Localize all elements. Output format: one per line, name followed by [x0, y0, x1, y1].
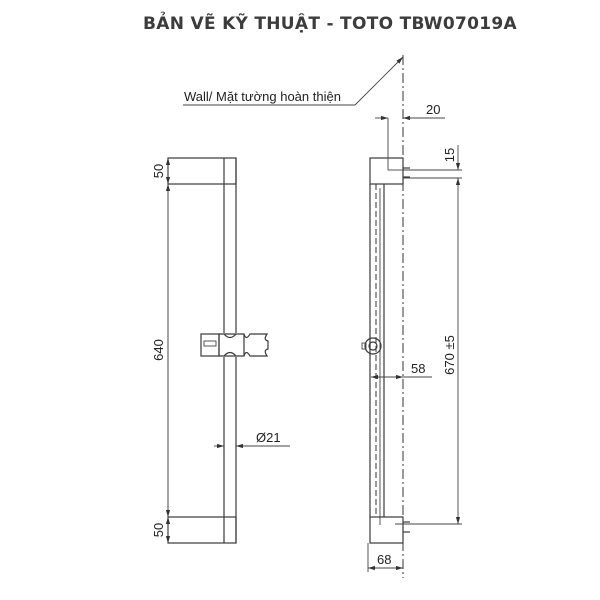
- dim-mount-distance: 670 ±5: [442, 335, 457, 375]
- top-cap-outline: [167, 157, 237, 185]
- wall-callout: Wall/ Mặt tường hoàn thiện: [183, 56, 404, 106]
- slider-handle: [200, 333, 272, 357]
- dim-wall-offset: 20: [426, 102, 440, 117]
- dim-slider-depth: 58: [411, 361, 425, 376]
- slider-knob: [361, 337, 382, 355]
- dim-bottom-cap: 50: [151, 523, 166, 537]
- side-view: 20 15 58 670 ±5 68: [361, 55, 462, 578]
- bottom-cap-outline: [167, 516, 237, 544]
- dim-top-bracket: 15: [442, 148, 457, 162]
- dim-top-cap: 50: [151, 164, 166, 178]
- dim-diameter: Ø21: [256, 430, 281, 445]
- dim-bar-length: 640: [151, 339, 166, 361]
- drawing-title: BẢN VẼ KỸ THUẬT - TOTO TBW07019A: [143, 14, 517, 34]
- dim-bracket-depth: 68: [377, 552, 391, 567]
- wall-label: Wall/ Mặt tường hoàn thiện: [184, 89, 341, 104]
- front-view: 50 640 50 Ø21: [151, 157, 290, 544]
